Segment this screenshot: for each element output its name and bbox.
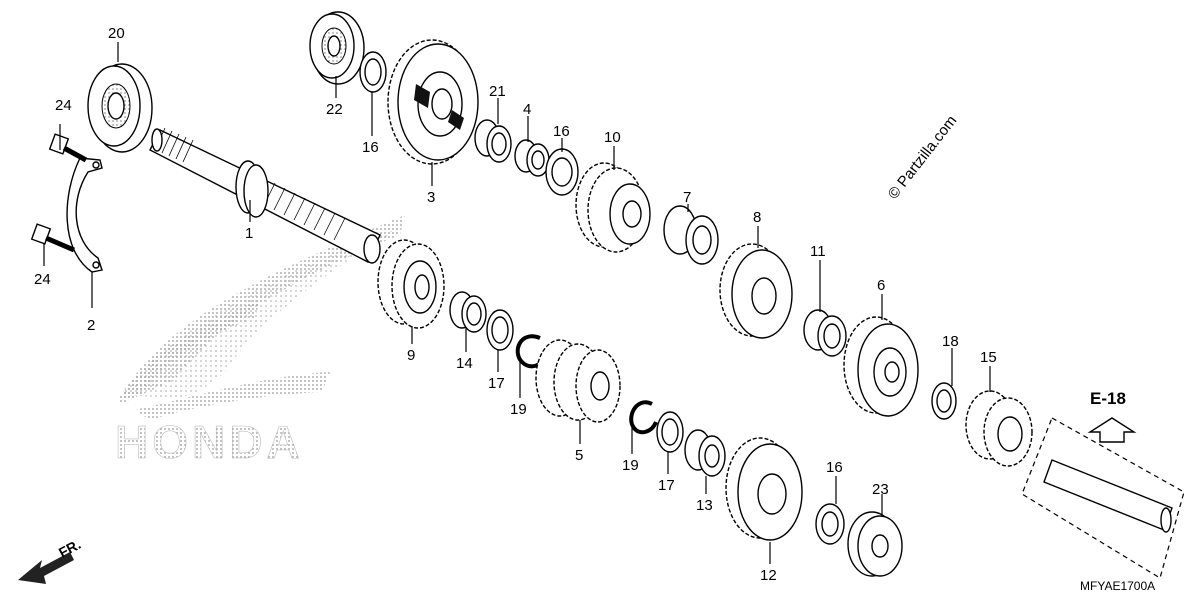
callout-10: 10 xyxy=(604,129,621,146)
washer-18 xyxy=(931,382,957,420)
washer-17-upper xyxy=(486,309,514,351)
gear-15 xyxy=(965,390,1033,467)
bracket-2 xyxy=(66,157,103,273)
diagram-code: MFYAE1700A xyxy=(1080,579,1155,593)
callout-8: 8 xyxy=(753,209,761,226)
callout-20: 20 xyxy=(108,25,125,42)
needle-bearing-13 xyxy=(684,429,726,477)
callout-7: 7 xyxy=(683,189,691,206)
callout-1: 1 xyxy=(245,225,253,242)
callout-23: 23 xyxy=(872,481,889,498)
gear-8 xyxy=(719,243,793,339)
gear-9 xyxy=(377,239,445,329)
needle-bearing-7 xyxy=(663,205,719,265)
honda-wordmark-watermark: HONDA xyxy=(115,416,304,469)
copyright-text: © Partzilla.com xyxy=(885,112,961,202)
callout-3: 3 xyxy=(427,189,435,206)
bolt-24-lower xyxy=(30,223,75,253)
callout-16-top: 16 xyxy=(362,139,379,156)
gear-3 xyxy=(387,39,479,165)
collar-11 xyxy=(803,309,847,357)
washer-17-lower xyxy=(656,411,684,453)
main-shaft xyxy=(149,127,381,264)
bearing-22 xyxy=(309,11,365,85)
gear-5 xyxy=(535,339,621,423)
callout-14: 14 xyxy=(456,355,473,372)
callout-9: 9 xyxy=(407,347,415,364)
bearing-23 xyxy=(847,511,903,577)
e18-reference-label: E-18 xyxy=(1090,389,1126,408)
callout-19-upper: 19 xyxy=(510,401,527,418)
honda-wing-watermark xyxy=(118,215,405,420)
up-arrow-icon xyxy=(1087,417,1137,443)
callout-labels: 20 22 16 3 21 4 16 10 7 8 11 6 18 15 1 2… xyxy=(34,25,997,584)
callout-19-lower: 19 xyxy=(622,457,639,474)
callout-18: 18 xyxy=(942,333,959,350)
honda-wordmark: HONDA xyxy=(115,416,304,468)
callout-4: 4 xyxy=(523,101,531,118)
collar-4 xyxy=(514,139,550,177)
callout-5: 5 xyxy=(575,447,583,464)
callout-21: 21 xyxy=(489,83,506,100)
callout-24-upper: 24 xyxy=(55,97,72,114)
washer-16-lower xyxy=(815,503,845,545)
callout-11: 11 xyxy=(810,243,826,260)
needle-bearing-21 xyxy=(474,119,512,163)
callout-22: 22 xyxy=(326,101,343,118)
snap-ring-19-lower xyxy=(629,400,658,435)
gear-10 xyxy=(575,162,651,253)
gear-6 xyxy=(843,316,919,417)
callout-2: 2 xyxy=(87,317,95,334)
leader-lines xyxy=(43,42,991,564)
collar-14 xyxy=(449,291,487,333)
washer-16-top xyxy=(359,51,387,93)
bolt-24-upper xyxy=(48,133,88,163)
callout-24-lower: 24 xyxy=(34,271,51,288)
callout-6: 6 xyxy=(877,277,885,294)
e18-reference-inset xyxy=(1021,417,1185,579)
bearing-20 xyxy=(87,63,153,153)
callout-16-middle: 16 xyxy=(553,123,570,140)
callout-16-lower: 16 xyxy=(826,459,843,476)
callout-13: 13 xyxy=(696,497,713,514)
callout-15: 15 xyxy=(980,349,997,366)
gear-12 xyxy=(725,437,803,541)
callout-17-lower: 17 xyxy=(658,477,675,494)
front-direction-arrow-icon xyxy=(18,552,74,584)
callout-12: 12 xyxy=(760,567,777,584)
front-marker: FR. xyxy=(56,536,83,561)
callout-17-upper: 17 xyxy=(488,375,505,392)
washer-16-middle xyxy=(545,148,579,196)
